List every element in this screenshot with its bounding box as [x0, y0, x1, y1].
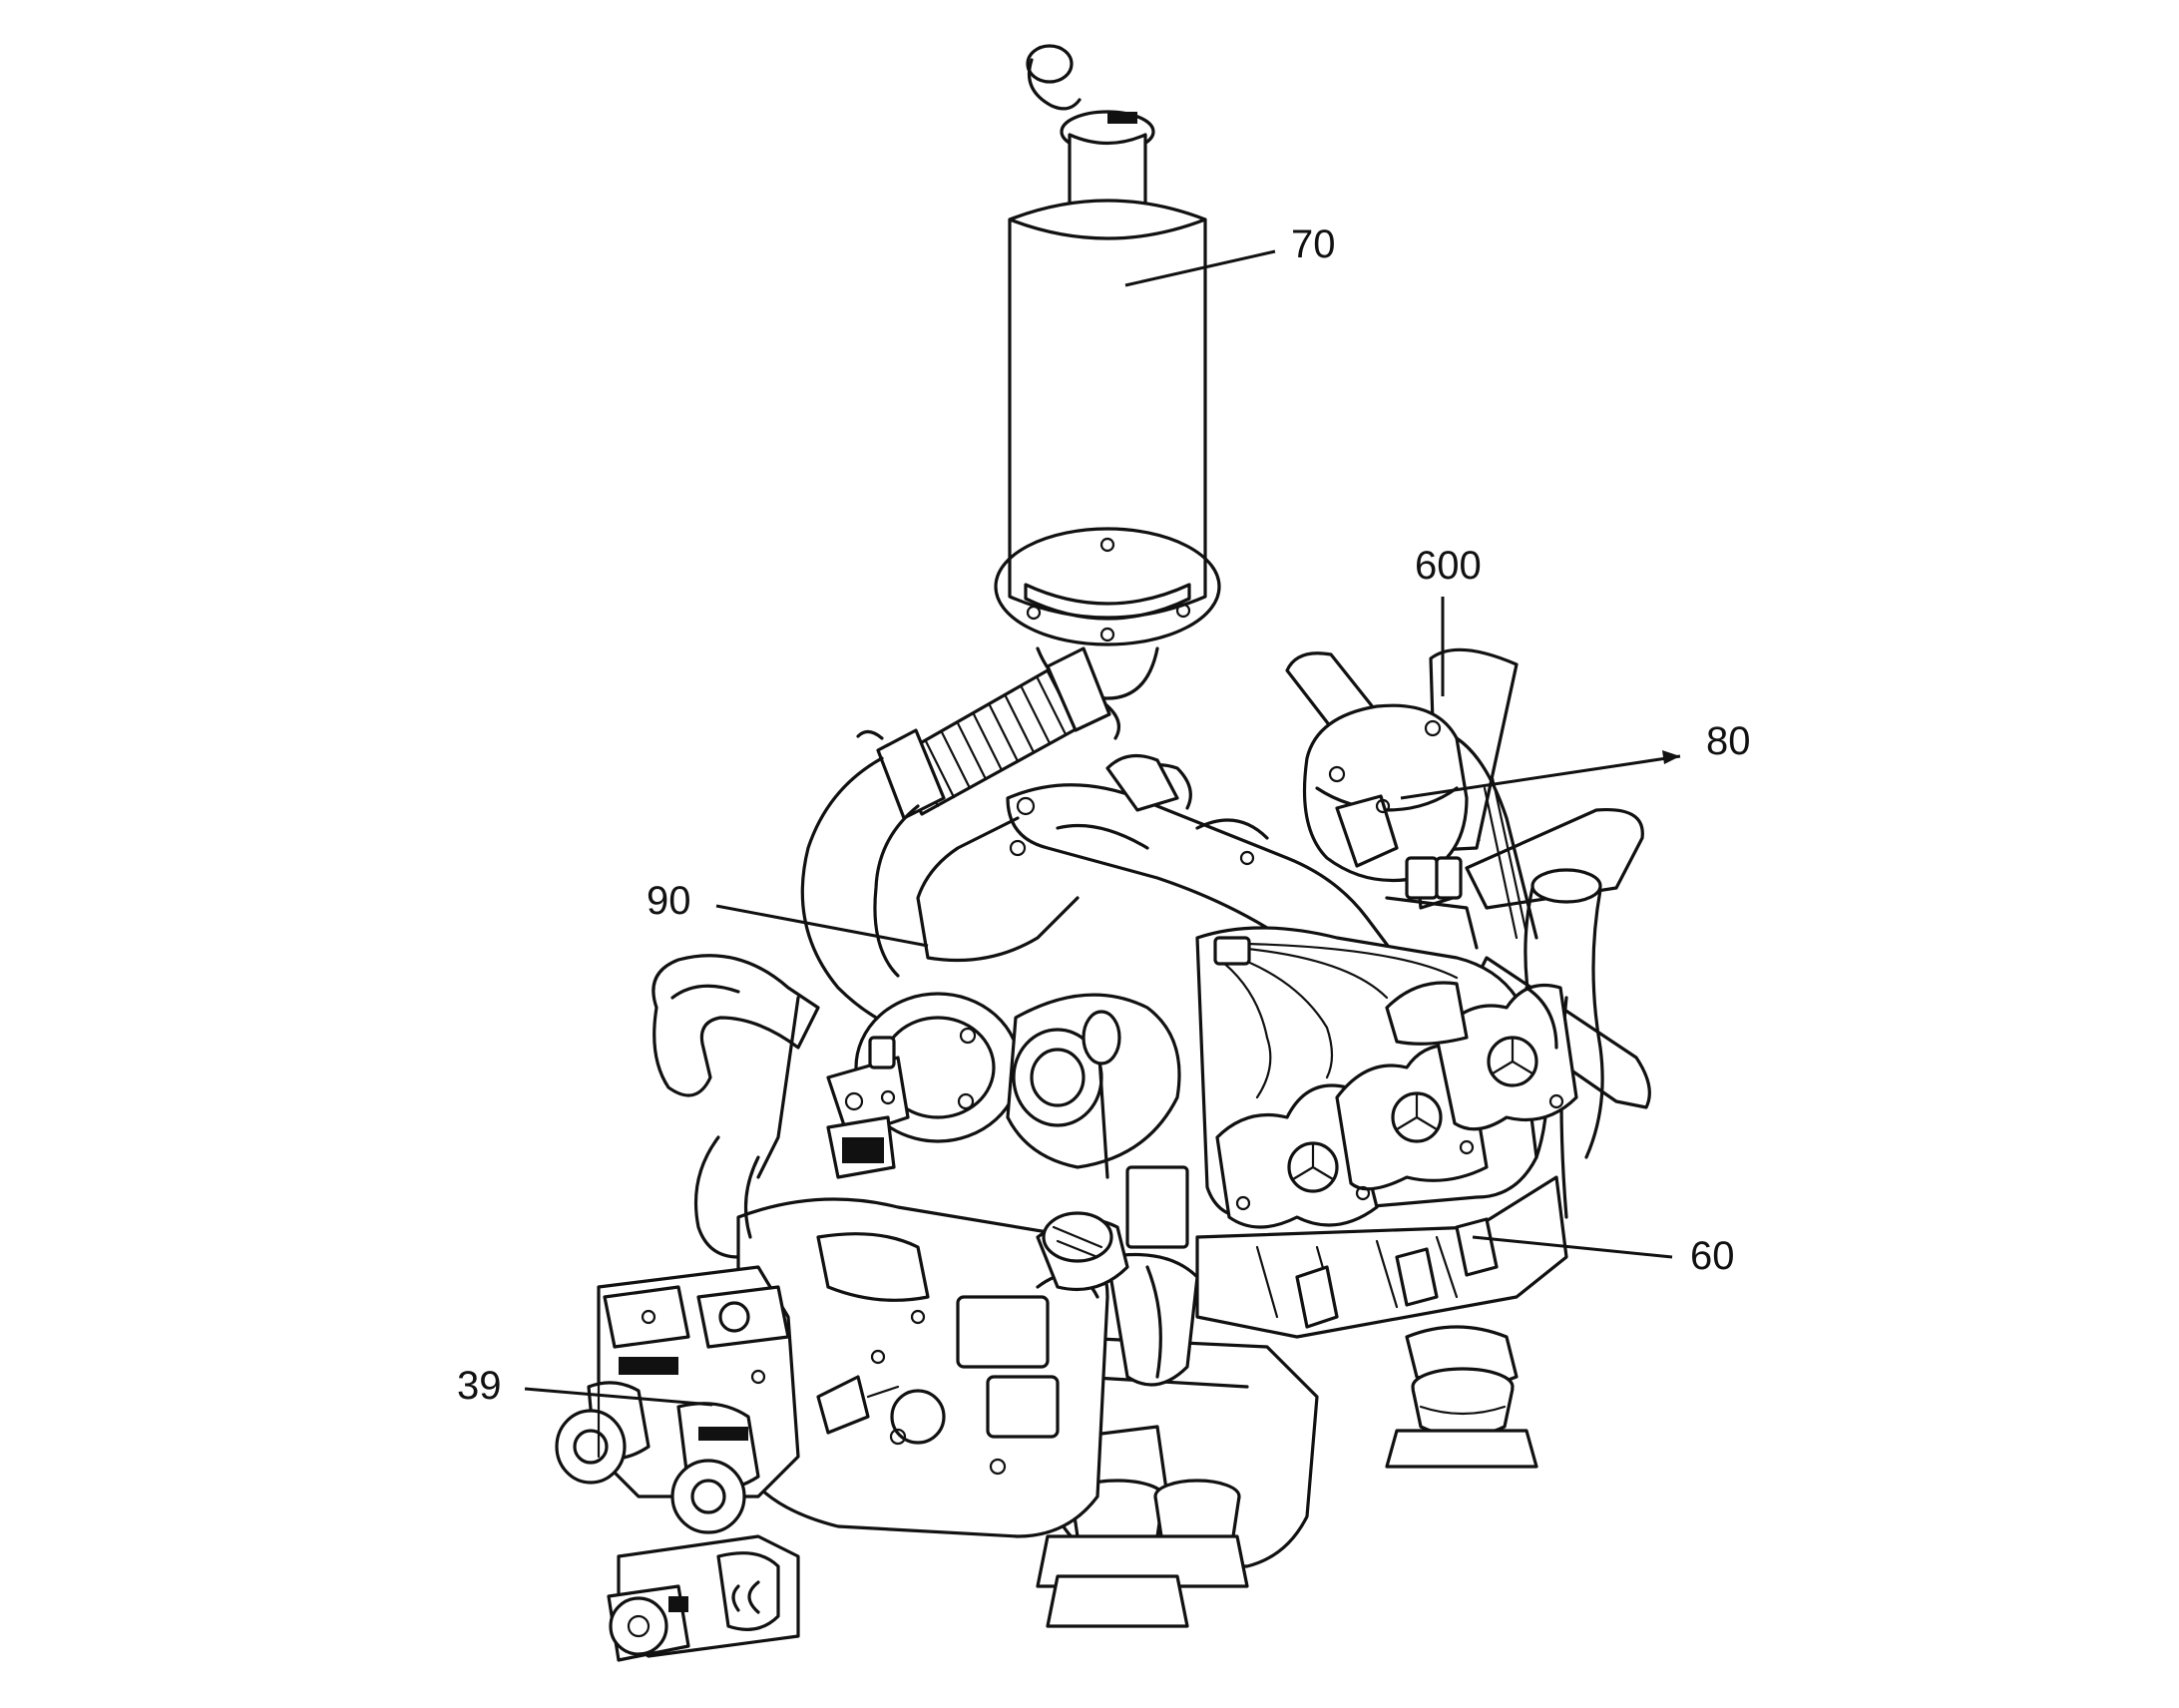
engine-mount-rear: [1036, 1425, 1249, 1628]
callout-39: 39: [457, 1364, 502, 1408]
callout-80: 80: [1706, 719, 1751, 763]
injection-pump-fittings: [1195, 818, 1558, 1050]
exhaust-flex-hose: [800, 646, 1111, 1040]
coolant-outlet-pipe: [1524, 868, 1604, 1219]
callout-60: 60: [1690, 1234, 1735, 1278]
callout-90: 90: [647, 879, 691, 923]
fuel-filter-bracket: [693, 996, 910, 1259]
exhaust-muffler: [994, 44, 1221, 740]
leader-90: [715, 904, 929, 948]
leader-80: [1400, 754, 1681, 800]
cylinder-head-covers: [1215, 981, 1578, 1229]
leader-lines: [524, 249, 1681, 1407]
callouts: 70 600 80 90 60 39: [457, 222, 1751, 1408]
flywheel-housing: [736, 1197, 1199, 1538]
air-intake-elbow: [1036, 1165, 1189, 1292]
leader-60: [1472, 1235, 1673, 1259]
coolant-hose-left: [652, 954, 820, 1097]
hydraulic-pump-assembly: [555, 1265, 900, 1662]
callout-70: 70: [1291, 222, 1336, 266]
engine-mount-front: [1385, 1325, 1538, 1469]
callout-600: 600: [1415, 544, 1482, 588]
leader-70: [1124, 249, 1276, 287]
leader-80-arrowhead: [1662, 750, 1680, 764]
leader-39: [524, 1387, 713, 1407]
